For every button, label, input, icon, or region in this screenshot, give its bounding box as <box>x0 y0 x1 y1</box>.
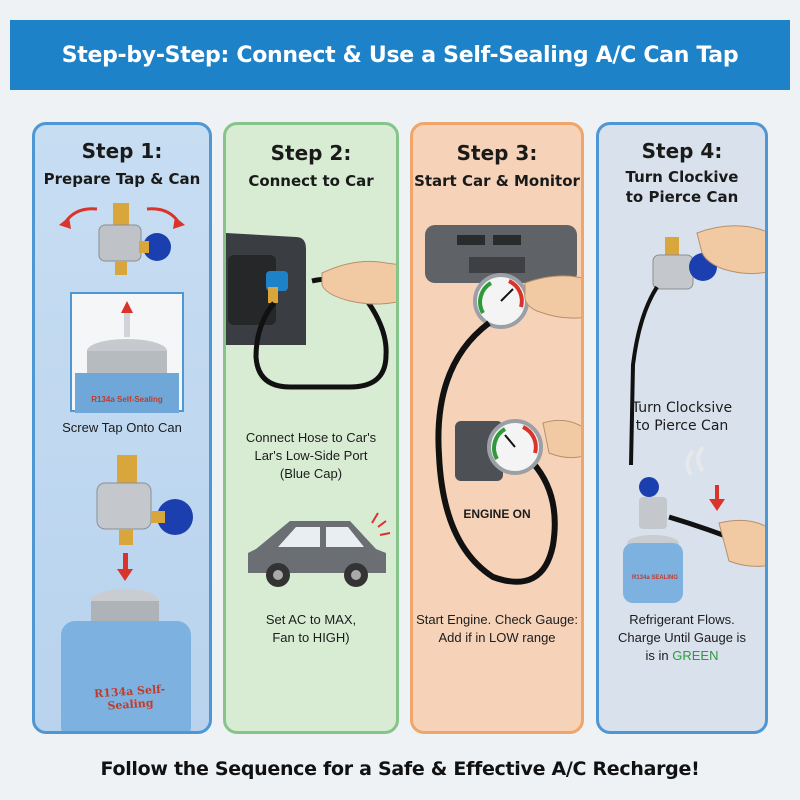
step-2-number: Step 2: <box>270 141 352 165</box>
step-4-caption-line1: Refrigerant Flows. <box>629 612 735 627</box>
step-3-number: Step 3: <box>456 141 538 165</box>
refrigerant-can-icon <box>61 589 191 731</box>
step-4-number: Step 4: <box>641 139 723 163</box>
step-4-illustration <box>623 225 765 603</box>
hand-icon <box>524 275 581 319</box>
can-label-small: R134a Self-Sealing <box>91 395 163 404</box>
tap-valve-icon <box>652 237 694 290</box>
step-2-caption-line3: (Blue Cap) <box>279 466 343 481</box>
step-4-mid-line1: Turn Clocksive <box>631 400 733 416</box>
tap-valve-icon <box>98 203 142 275</box>
refrigerant-can-icon <box>623 477 683 603</box>
rotate-right-arrow-icon <box>146 207 181 224</box>
step-4-can-label: R134a SEALING <box>631 575 679 581</box>
step-4-caption-line3-prefix: is in <box>645 648 673 663</box>
engine-bay-icon <box>226 233 306 345</box>
step-4-title-line1: Turn Clockive <box>625 168 739 186</box>
blue-knob-closeup-icon <box>151 499 193 535</box>
step-2-caption-line2: Lar's Low-Side Port <box>254 448 368 463</box>
can-top-inset-icon <box>75 339 179 413</box>
step-2-caption2-line1: Set AC to MAX, <box>265 612 357 627</box>
step-1-caption: Screw Tap Onto Can <box>62 420 182 435</box>
step-4-title-line2: to Pierce Can <box>625 188 739 206</box>
step-2-title: Connect to Car <box>248 172 374 190</box>
step-1-number: Step 1: <box>81 139 163 163</box>
step-4-caption-line3: is in GREEN <box>599 647 765 665</box>
hand-icon <box>321 260 396 305</box>
footer-tagline: Follow the Sequence for a Safe & Effecti… <box>100 758 700 780</box>
step-4-mid-line2: to Pierce Can <box>635 418 729 434</box>
step-2-caption2-line2: Fan to HIGH) <box>272 630 350 645</box>
step-2-panel: Step 2: Connect to Car Connect Hose to C… <box>223 122 399 734</box>
hand-icon <box>696 225 765 275</box>
hose-line <box>435 320 558 585</box>
rotate-left-arrowhead-icon <box>59 217 71 229</box>
step-3-caption-line1: Start Engine. Check Gauge: <box>416 612 578 627</box>
down-arrow-icon <box>715 485 719 501</box>
pressure-gauge-icon <box>473 273 529 329</box>
car-icon <box>248 521 386 587</box>
hand-icon-lower <box>542 419 581 459</box>
step-3-illustration <box>425 225 581 585</box>
dashboard-icon <box>425 225 577 283</box>
hose-line <box>629 285 659 466</box>
low-side-port-icon <box>266 271 288 303</box>
engine-on-label: ENGINE ON <box>463 507 531 521</box>
green-range-text: GREEN <box>672 648 719 663</box>
blue-knob-icon <box>139 233 171 261</box>
tap-valve-closeup-icon <box>96 455 152 545</box>
step-1-illustration <box>59 203 193 731</box>
down-arrow-icon <box>123 553 128 571</box>
page-title-banner: Step-by-Step: Connect & Use a Self-Seali… <box>10 20 790 90</box>
vapor-icon <box>685 445 705 476</box>
step-3-title: Start Car & Monitor <box>414 172 580 190</box>
step-2-caption-line1: Connect Hose to Car's <box>245 430 377 445</box>
engine-gauge-icon <box>455 419 543 481</box>
rotate-left-arrow-icon <box>63 207 98 224</box>
step-3-panel: Step 3: Start Car & Monitor ENGINE ON St… <box>410 122 584 734</box>
step-2-illustration <box>226 233 396 587</box>
hand-icon-lower <box>718 519 765 567</box>
step-1-title: Prepare Tap & Can <box>43 170 201 188</box>
page-title: Step-by-Step: Connect & Use a Self-Seali… <box>61 42 739 68</box>
step-4-caption-line2: Charge Until Gauge is <box>618 630 746 645</box>
alert-lines-icon <box>371 512 391 536</box>
step-3-caption-line2: Add if in LOW range <box>438 630 556 645</box>
step-4-panel: Step 4: Turn Clockive to Pierce Can Turn… <box>596 122 768 734</box>
rotate-right-arrowhead-icon <box>173 217 185 229</box>
step-1-panel: Step 1: Prepare Tap & Can <box>32 122 212 734</box>
